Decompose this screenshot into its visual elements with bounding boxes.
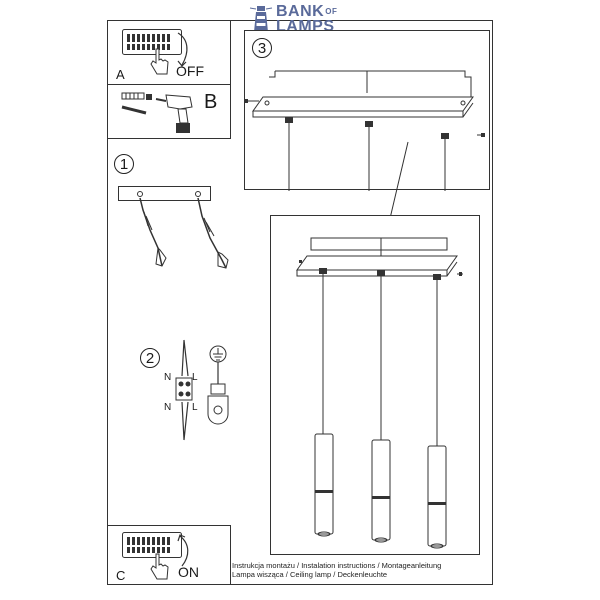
lighthouse-icon xyxy=(249,6,273,32)
arrow-up-icon xyxy=(177,534,189,567)
panel-b-tools: B xyxy=(107,84,231,139)
arrow-down-icon xyxy=(177,32,188,67)
panel-b-letter: B xyxy=(204,91,218,113)
step-3-number: 3 xyxy=(257,39,267,57)
ceiling-plate-drawing xyxy=(118,186,229,269)
hand-pointer-icon xyxy=(150,48,169,75)
panel-a-state: OFF xyxy=(176,63,204,79)
lamp-assembly-box xyxy=(270,215,480,555)
wire-l-top: L xyxy=(192,372,198,383)
instruction-sheet xyxy=(107,20,493,585)
screw-dowel-icon xyxy=(121,92,152,115)
panel-c-switch-on: C ON xyxy=(107,525,231,585)
footer-caption: Instrukcja montażu / Instalation instruc… xyxy=(232,561,441,579)
wire-connector-drawing xyxy=(175,339,193,441)
hand-pointer-icon xyxy=(150,553,169,580)
step-2-badge: 2 xyxy=(140,348,160,368)
footer-line-1: Instrukcja montażu / Instalation instruc… xyxy=(232,561,442,570)
wire-n-bottom: N xyxy=(164,402,172,413)
fuse-box-icon xyxy=(122,532,182,558)
drill-icon xyxy=(155,94,193,133)
pendant-lamp-drawing xyxy=(296,237,463,549)
ground-terminal-icon xyxy=(207,345,229,425)
panel-c-state: ON xyxy=(178,564,199,580)
canopy-mounting-drawing xyxy=(245,70,485,191)
step-3-badge: 3 xyxy=(252,38,272,58)
wire-l-bottom: L xyxy=(192,402,198,413)
step-1-number: 1 xyxy=(119,155,129,173)
step-1-badge: 1 xyxy=(114,154,134,174)
footer-line-2: Lampa wisząca / Ceiling lamp / Deckenleu… xyxy=(232,570,388,579)
step-2-number: 2 xyxy=(145,349,155,367)
panel-a-letter: A xyxy=(116,67,125,82)
fuse-box-icon xyxy=(122,29,182,55)
brand-of: OF xyxy=(325,7,338,16)
brand-name-line1: BANK xyxy=(276,3,325,20)
panel-c-letter: C xyxy=(116,568,126,583)
step-3-canopy-box xyxy=(244,30,490,191)
wire-n-top: N xyxy=(164,372,172,383)
panel-a-switch-off: A OFF xyxy=(107,20,231,85)
